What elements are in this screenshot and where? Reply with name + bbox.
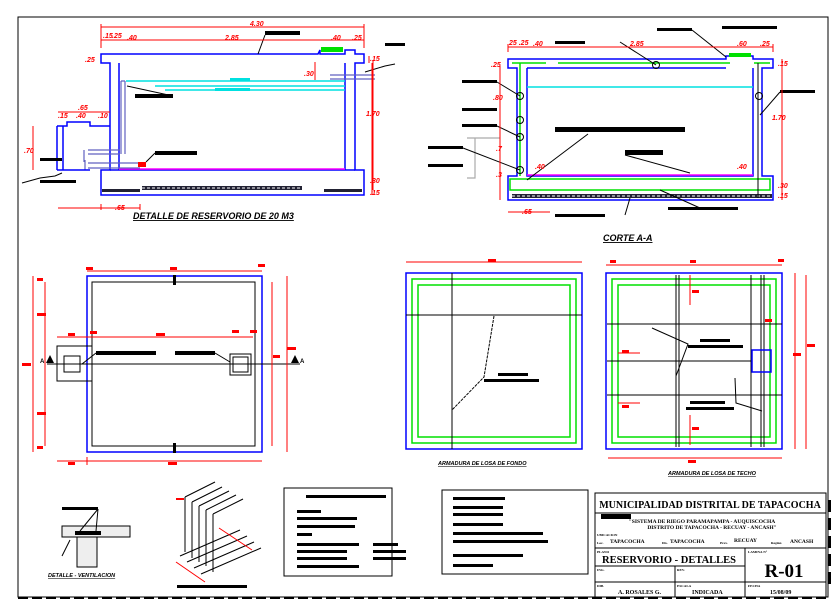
dim: .40	[535, 164, 545, 171]
dim: .15	[778, 61, 788, 68]
dim: .40	[331, 35, 341, 42]
elevation-title: DETALLE DE RESERVORIO DE 20 M3	[133, 211, 294, 221]
roof-rebar-title: ARMADURA DE LOSA DE TECHO	[667, 471, 757, 477]
section-marker-right: A	[300, 359, 305, 365]
location-label: UBICACION	[597, 533, 618, 537]
ventilation-title: DETALLE - VENTILACION	[48, 573, 116, 579]
dim-inner-width: 2.85	[224, 35, 239, 42]
dim: .40	[737, 164, 747, 171]
scale-label: ESCALA	[677, 584, 692, 588]
reservoir-elevation: 4.30 .15 .25 .40 2.85 .40 .25 .25 .15 .3…	[21, 21, 405, 221]
organization-name: MUNICIPALIDAD DISTRITAL DE TAPACOCHA	[599, 500, 821, 511]
dim: .25	[85, 57, 95, 64]
date: 15/08/09	[770, 590, 791, 596]
dim: .80	[493, 95, 503, 102]
dim-inner-width: 2.85	[629, 41, 644, 48]
dim: 25 .25	[508, 40, 529, 47]
dim: .65	[78, 105, 88, 112]
dim: .15	[103, 33, 113, 40]
project-line-1: "SISTEMA DE RIEGO PARAMAPAMPA - AUQUISCO…	[629, 519, 776, 525]
section-marker-left: A	[40, 359, 45, 365]
dim: .15	[370, 56, 380, 63]
dim: .65	[115, 205, 125, 212]
rev-label: REV.	[677, 568, 685, 572]
ing-label: ING.	[597, 568, 605, 572]
dim: .70	[24, 148, 34, 155]
dim: .25	[760, 41, 770, 48]
plan-name: RESERVORIO - DETALLES	[602, 555, 736, 566]
dim: .25	[112, 33, 122, 40]
dim: .30	[370, 178, 380, 185]
dim: .15	[370, 190, 380, 197]
floor-rebar-plan: ARMADURA DE LOSA DE FONDO	[405, 259, 583, 467]
notes-box-2	[441, 489, 589, 575]
drawn-by: A. ROSALES G.	[618, 590, 662, 596]
dim: .40	[127, 35, 137, 42]
dim: .15	[58, 113, 68, 120]
dim: .60	[737, 41, 747, 48]
reservoir-plan: A A	[22, 264, 305, 465]
sheet-border	[17, 16, 829, 598]
district: TAPACOCHA	[670, 539, 705, 545]
locality-prefix: Loc.	[597, 541, 604, 545]
sheet-number: R-01	[764, 561, 803, 582]
dim: .65	[522, 209, 532, 216]
province: RECUAY	[734, 538, 757, 544]
dim: .15	[778, 193, 788, 200]
dim: .10	[98, 113, 108, 120]
region-prefix: Región	[771, 541, 782, 545]
plan-label: PLANO	[597, 550, 610, 554]
scale: INDICADA	[692, 590, 723, 596]
region: ANCASH	[790, 539, 814, 545]
dim: .30	[304, 71, 314, 78]
drawn-by-label: DIB.	[597, 584, 604, 588]
dim-height: 1.70	[366, 111, 380, 118]
rebar-isometric-detail	[175, 481, 262, 588]
dim-height: 1.70	[772, 115, 786, 122]
title-block: MUNICIPALIDAD DISTRITAL DE TAPACOCHA "SI…	[594, 492, 831, 598]
notes-box-1	[283, 487, 406, 577]
dim: .40	[533, 41, 543, 48]
date-label: FECHA	[748, 584, 761, 588]
province-prefix: Prov.	[720, 541, 728, 545]
district-prefix: Dis.	[662, 541, 668, 545]
ventilation-detail: DETALLE - VENTILACION	[48, 507, 131, 579]
dim: .25	[491, 62, 501, 69]
dim: .25	[352, 35, 362, 42]
dim: .3	[496, 172, 502, 179]
dim: .40	[76, 113, 86, 120]
roof-rebar-plan: ARMADURA DE LOSA DE TECHO	[605, 259, 815, 477]
dim: .30	[778, 183, 788, 190]
sheet-label: LAMINA N°	[748, 550, 768, 554]
project-line-2: DISTRITO DE TAPACOCHA - RECUAY - ANCASH"	[647, 525, 776, 531]
floor-rebar-title: ARMADURA DE LOSA DE FONDO	[437, 461, 527, 467]
dim-total-width: 4.30	[249, 21, 264, 28]
section-a-a: 25 .25 .40 2.85 .60 .25 .25 .15 1.70 .30…	[428, 26, 815, 243]
section-title: CORTE A-A	[603, 233, 653, 243]
locality: TAPACOCHA	[610, 539, 645, 545]
dim: .7	[496, 146, 503, 153]
